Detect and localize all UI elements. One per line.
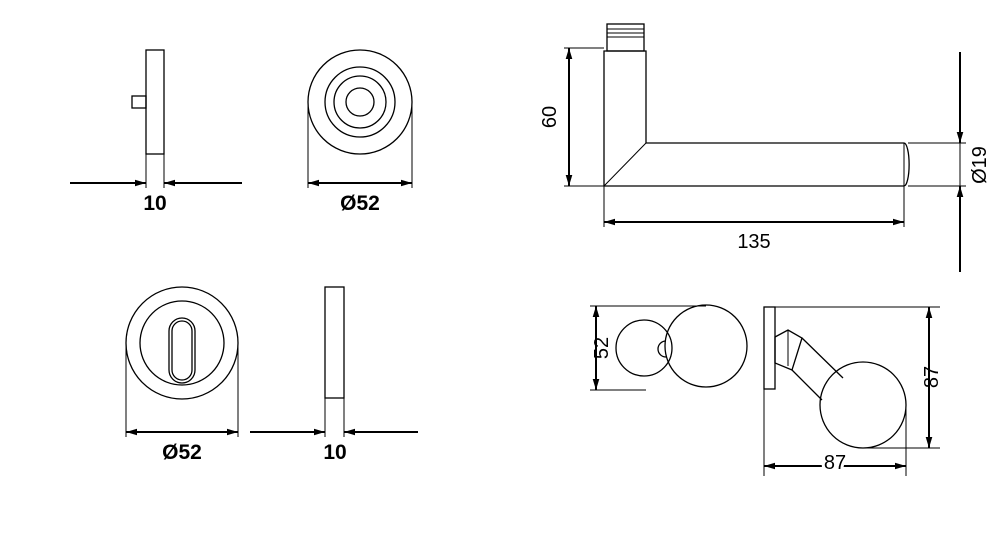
knob-side-height-dimension: 87 [921, 366, 943, 388]
knob-rose [615, 319, 673, 377]
lever-body [603, 50, 910, 187]
rose-front-view: Ø52 [307, 49, 413, 215]
escutcheon-outer-circle [125, 286, 239, 400]
lever-handle-view: 60 135 Ø19 [539, 23, 991, 272]
knob-front-view: 52 [590, 304, 748, 391]
knob-front-dimension: 52 [591, 337, 613, 359]
rose-side-dimension: 10 [143, 192, 166, 215]
keyhole-cylinder-inner [171, 320, 193, 381]
knob-side-ball [819, 361, 907, 449]
knob-ball [664, 304, 748, 388]
knob-neck-collar [774, 329, 803, 371]
knob-side-plate [763, 306, 776, 390]
escutcheon-side-view: 10 [250, 286, 418, 464]
lever-length-dimension: 135 [737, 231, 770, 253]
rose-outer-circle [307, 49, 413, 155]
knob-side-width-dimension: 87 [824, 452, 846, 474]
rose-side-pin [131, 95, 147, 109]
knob-side-view: 87 87 [763, 306, 943, 477]
keyhole-cylinder-outer [168, 317, 196, 384]
escutcheon-front-dimension: Ø52 [162, 441, 202, 464]
lever-diameter-dimension: Ø19 [969, 146, 991, 184]
escutcheon-side-dimension: 10 [323, 441, 346, 464]
escutcheon-side-body [324, 286, 345, 399]
escutcheon-front-view: Ø52 [125, 286, 239, 464]
rose-front-dimension: Ø52 [340, 192, 380, 215]
lever-height-dimension: 60 [539, 106, 561, 128]
rose-side-body [145, 49, 165, 155]
rose-side-view: 10 [70, 49, 242, 215]
